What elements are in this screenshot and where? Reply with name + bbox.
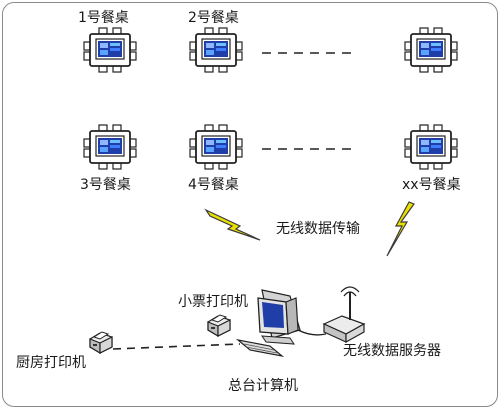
table-4-label: 4号餐桌	[188, 177, 239, 193]
table-2-label: 2号餐桌	[188, 10, 239, 26]
dining-table-icon	[404, 27, 458, 73]
server-label: 无线数据服务器	[343, 343, 441, 359]
dining-table-icon	[189, 124, 243, 170]
lightning-icon	[204, 208, 261, 241]
table-3-label: 3号餐桌	[80, 177, 131, 193]
kitchen-printer-label: 厨房打印机	[16, 355, 86, 371]
table-1-label: 1号餐桌	[78, 10, 129, 26]
computer-icon	[235, 289, 301, 358]
console-computer-label: 总台计算机	[228, 378, 298, 394]
wireless-transmission-label: 无线数据传输	[276, 221, 360, 237]
printer-icon	[207, 314, 231, 337]
dining-table-icon	[83, 124, 137, 170]
receipt-printer-label: 小票打印机	[178, 294, 248, 310]
router-icon	[322, 286, 366, 344]
printer-icon	[89, 331, 113, 354]
server-link	[297, 329, 327, 336]
kitchen-printer-link	[112, 343, 241, 350]
dining-table-icon	[404, 124, 458, 170]
table-xx-label: xx号餐桌	[402, 177, 461, 193]
lightning-icon	[386, 201, 415, 257]
dining-table-icon	[189, 27, 243, 73]
dining-table-icon	[83, 27, 137, 73]
